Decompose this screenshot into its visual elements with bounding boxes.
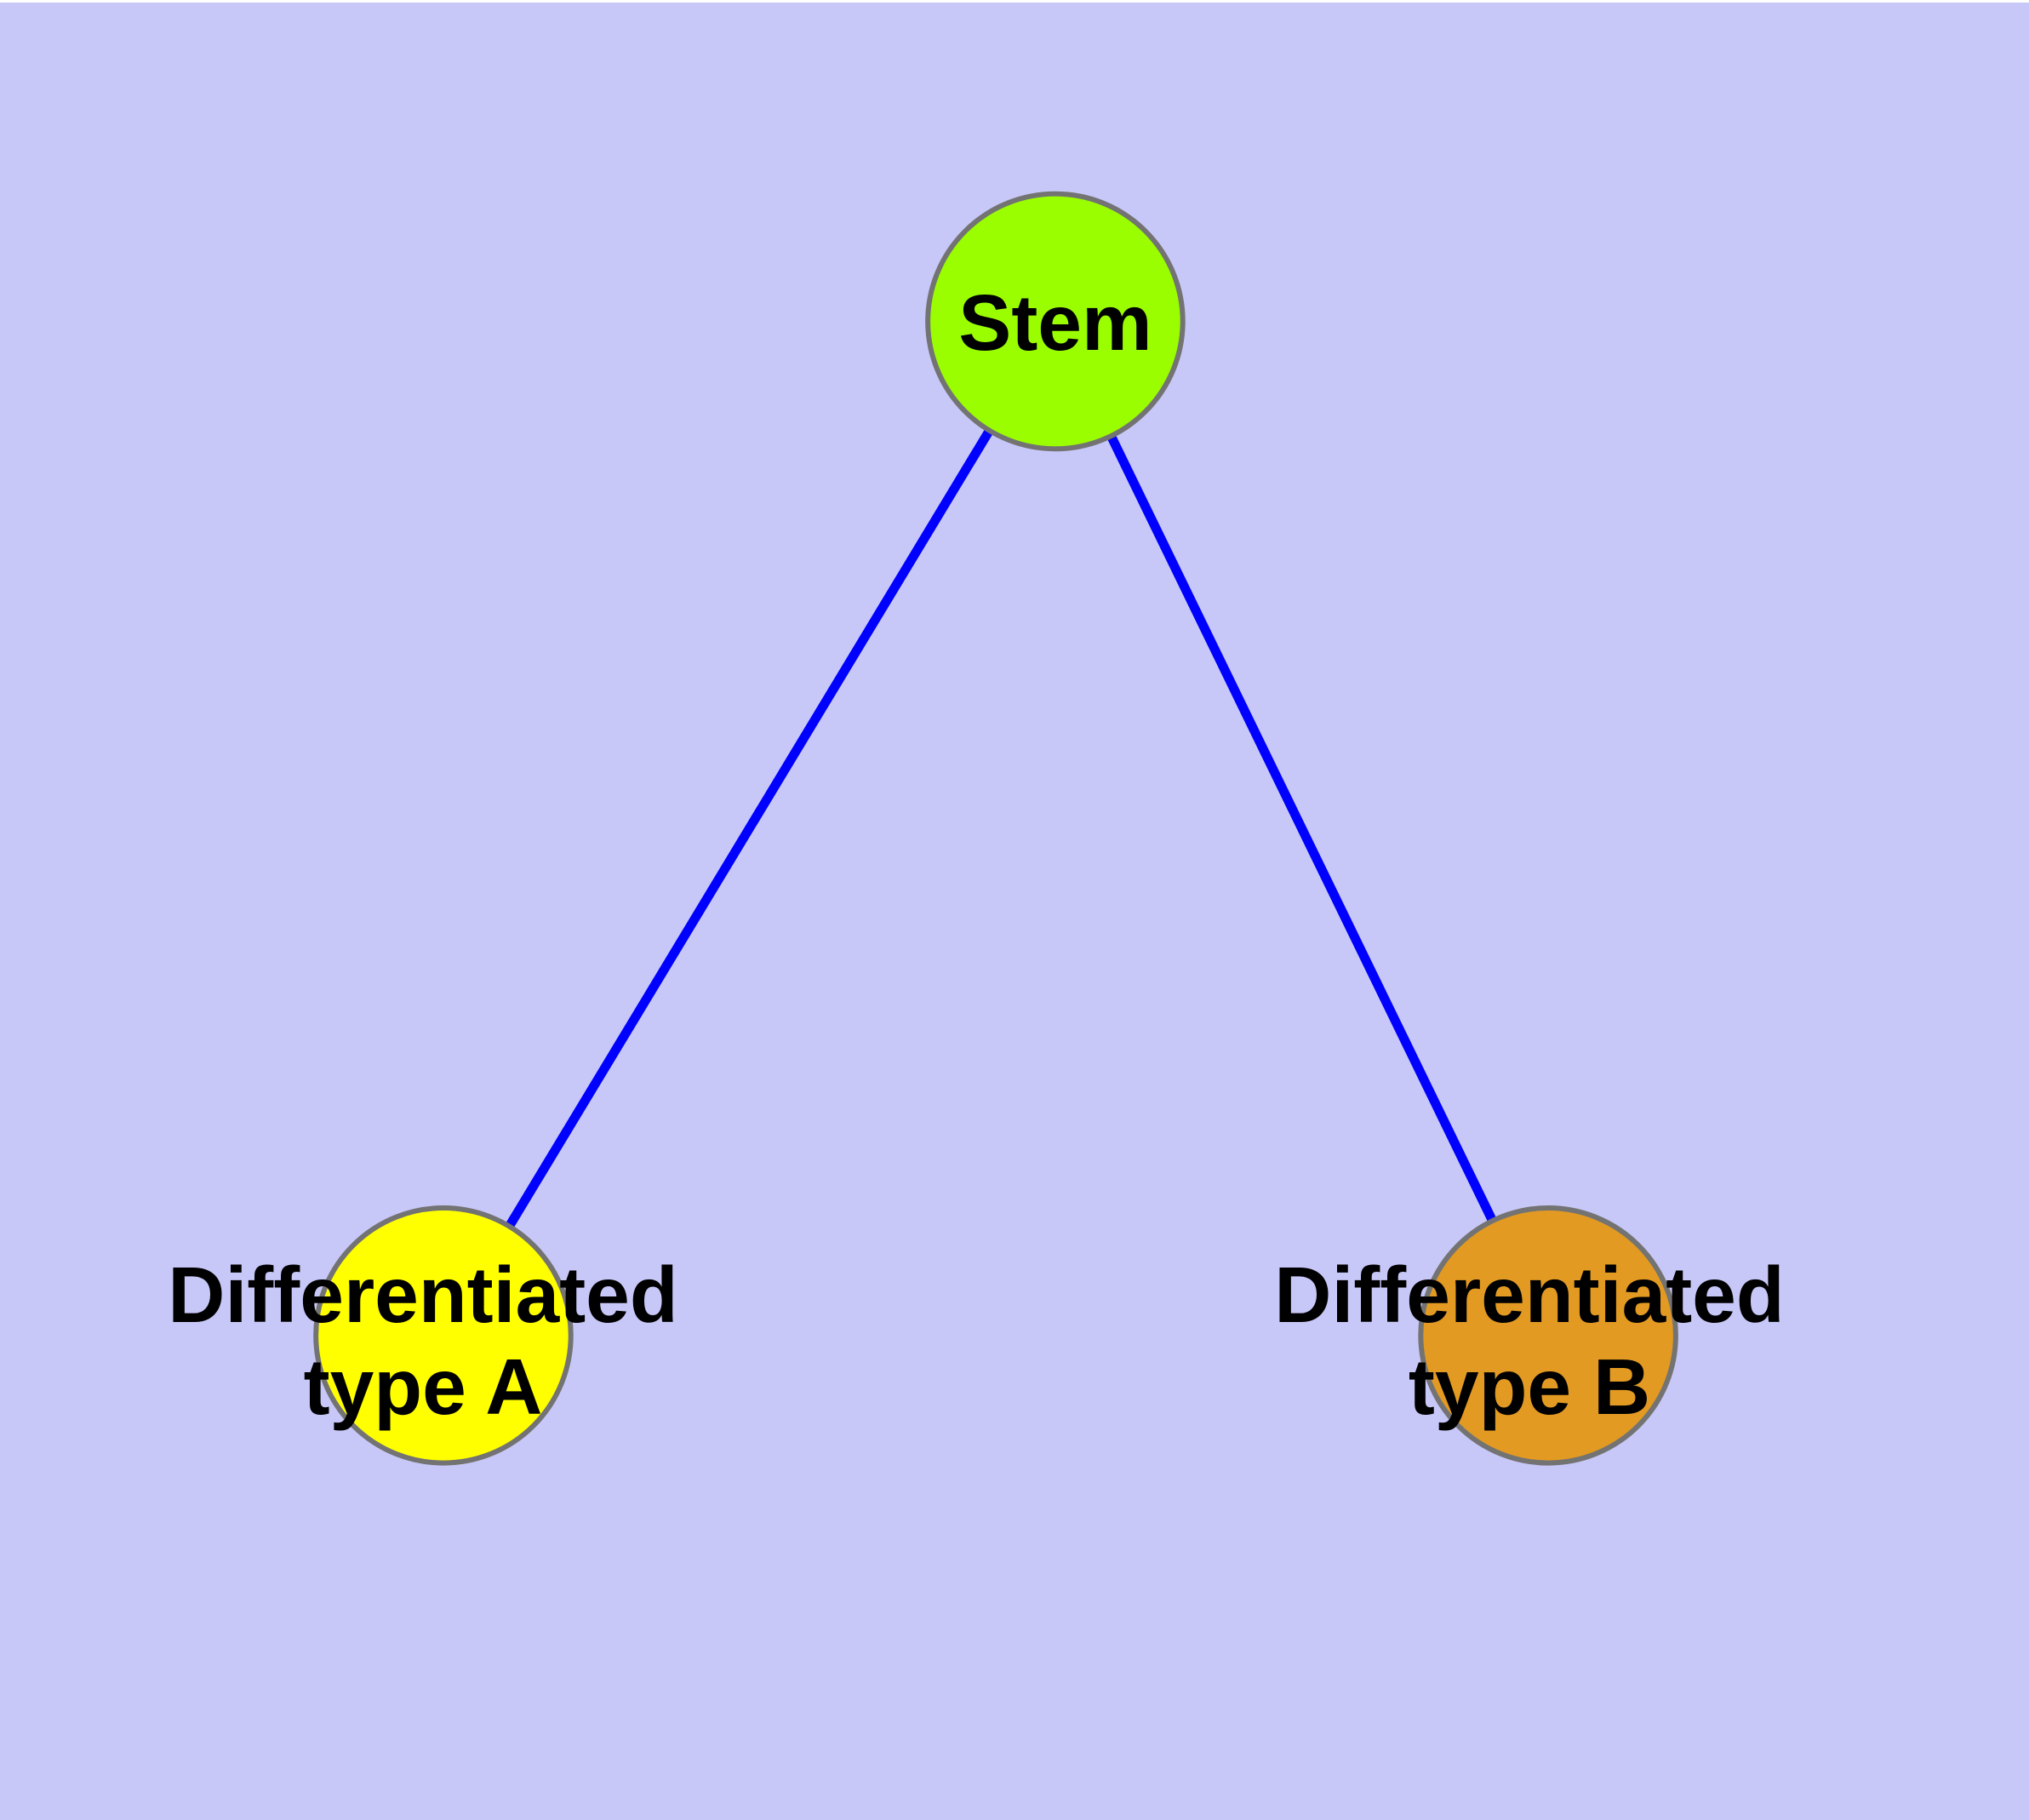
- stem-cell-differentiation-graph: [313, 191, 1678, 1466]
- node-label-stem: Stem: [958, 278, 1152, 367]
- node-differentiated-type-b: [1418, 1205, 1678, 1466]
- node-label-differentiated-type-a: Differentiated type A: [168, 1251, 678, 1431]
- edge-stem-to-type-a: [439, 318, 1060, 1338]
- edge-stem-to-type-b: [1050, 319, 1553, 1338]
- node-differentiated-type-a: [313, 1205, 574, 1466]
- node-stem: [925, 191, 1186, 452]
- node-label-differentiated-type-b: Differentiated type B: [1274, 1251, 1785, 1431]
